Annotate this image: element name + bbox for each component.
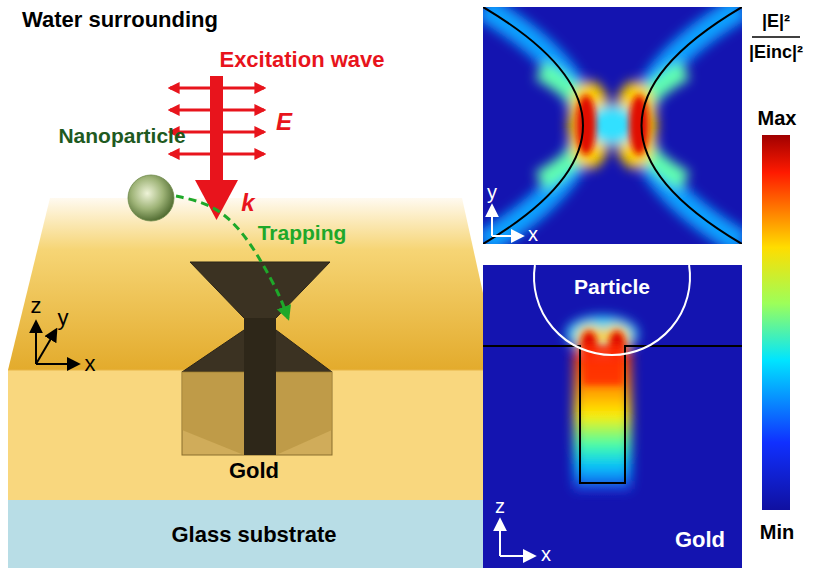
substrate-layer: Glass substrate: [8, 500, 500, 568]
field-symbol: E: [276, 109, 292, 135]
node-label: Nanoparticle: [58, 124, 185, 148]
particle-sphere: Nanoparticle: [30, 124, 214, 224]
axis-label: z: [495, 495, 505, 517]
excitation-arrow: [195, 76, 238, 220]
trapping-arrow: [176, 196, 288, 318]
colorbar-title: |Einc|²: [749, 43, 803, 63]
node-label: Gold: [229, 458, 279, 484]
node-label: Glass substrate: [171, 522, 336, 548]
field-map-xy: [483, 7, 742, 244]
colorbar-min: Min: [760, 521, 794, 543]
axis-label: z: [31, 294, 42, 318]
figure-heading: Water surrounding: [22, 8, 218, 32]
nanoparticle-sphere: [128, 175, 174, 221]
particle-circle: Particle: [534, 265, 690, 335]
axis-label: y: [58, 306, 69, 330]
colorbar-max: Max: [758, 107, 797, 129]
axis-label: x: [85, 352, 96, 376]
bowtie-aperture: [182, 262, 332, 455]
gold-layer: Gold: [8, 370, 500, 500]
axis-label: x: [541, 543, 551, 565]
wave-label: Excitation wave: [219, 48, 384, 72]
axis-triad: [36, 322, 78, 364]
particle-boundary: [534, 265, 690, 355]
axis-label: x: [528, 223, 538, 245]
node-label: Particle: [574, 275, 650, 299]
fraction-bar: [752, 36, 800, 38]
field-map-xz: [483, 265, 742, 568]
axis-label: y: [487, 181, 497, 203]
wavevector-symbol: k: [241, 190, 254, 216]
trapping-label: Trapping: [258, 221, 347, 244]
material-label: Gold: [675, 528, 725, 552]
colorbar: [762, 135, 790, 510]
glass-layer: [8, 500, 500, 568]
colorbar-title: |E|²: [762, 12, 790, 32]
